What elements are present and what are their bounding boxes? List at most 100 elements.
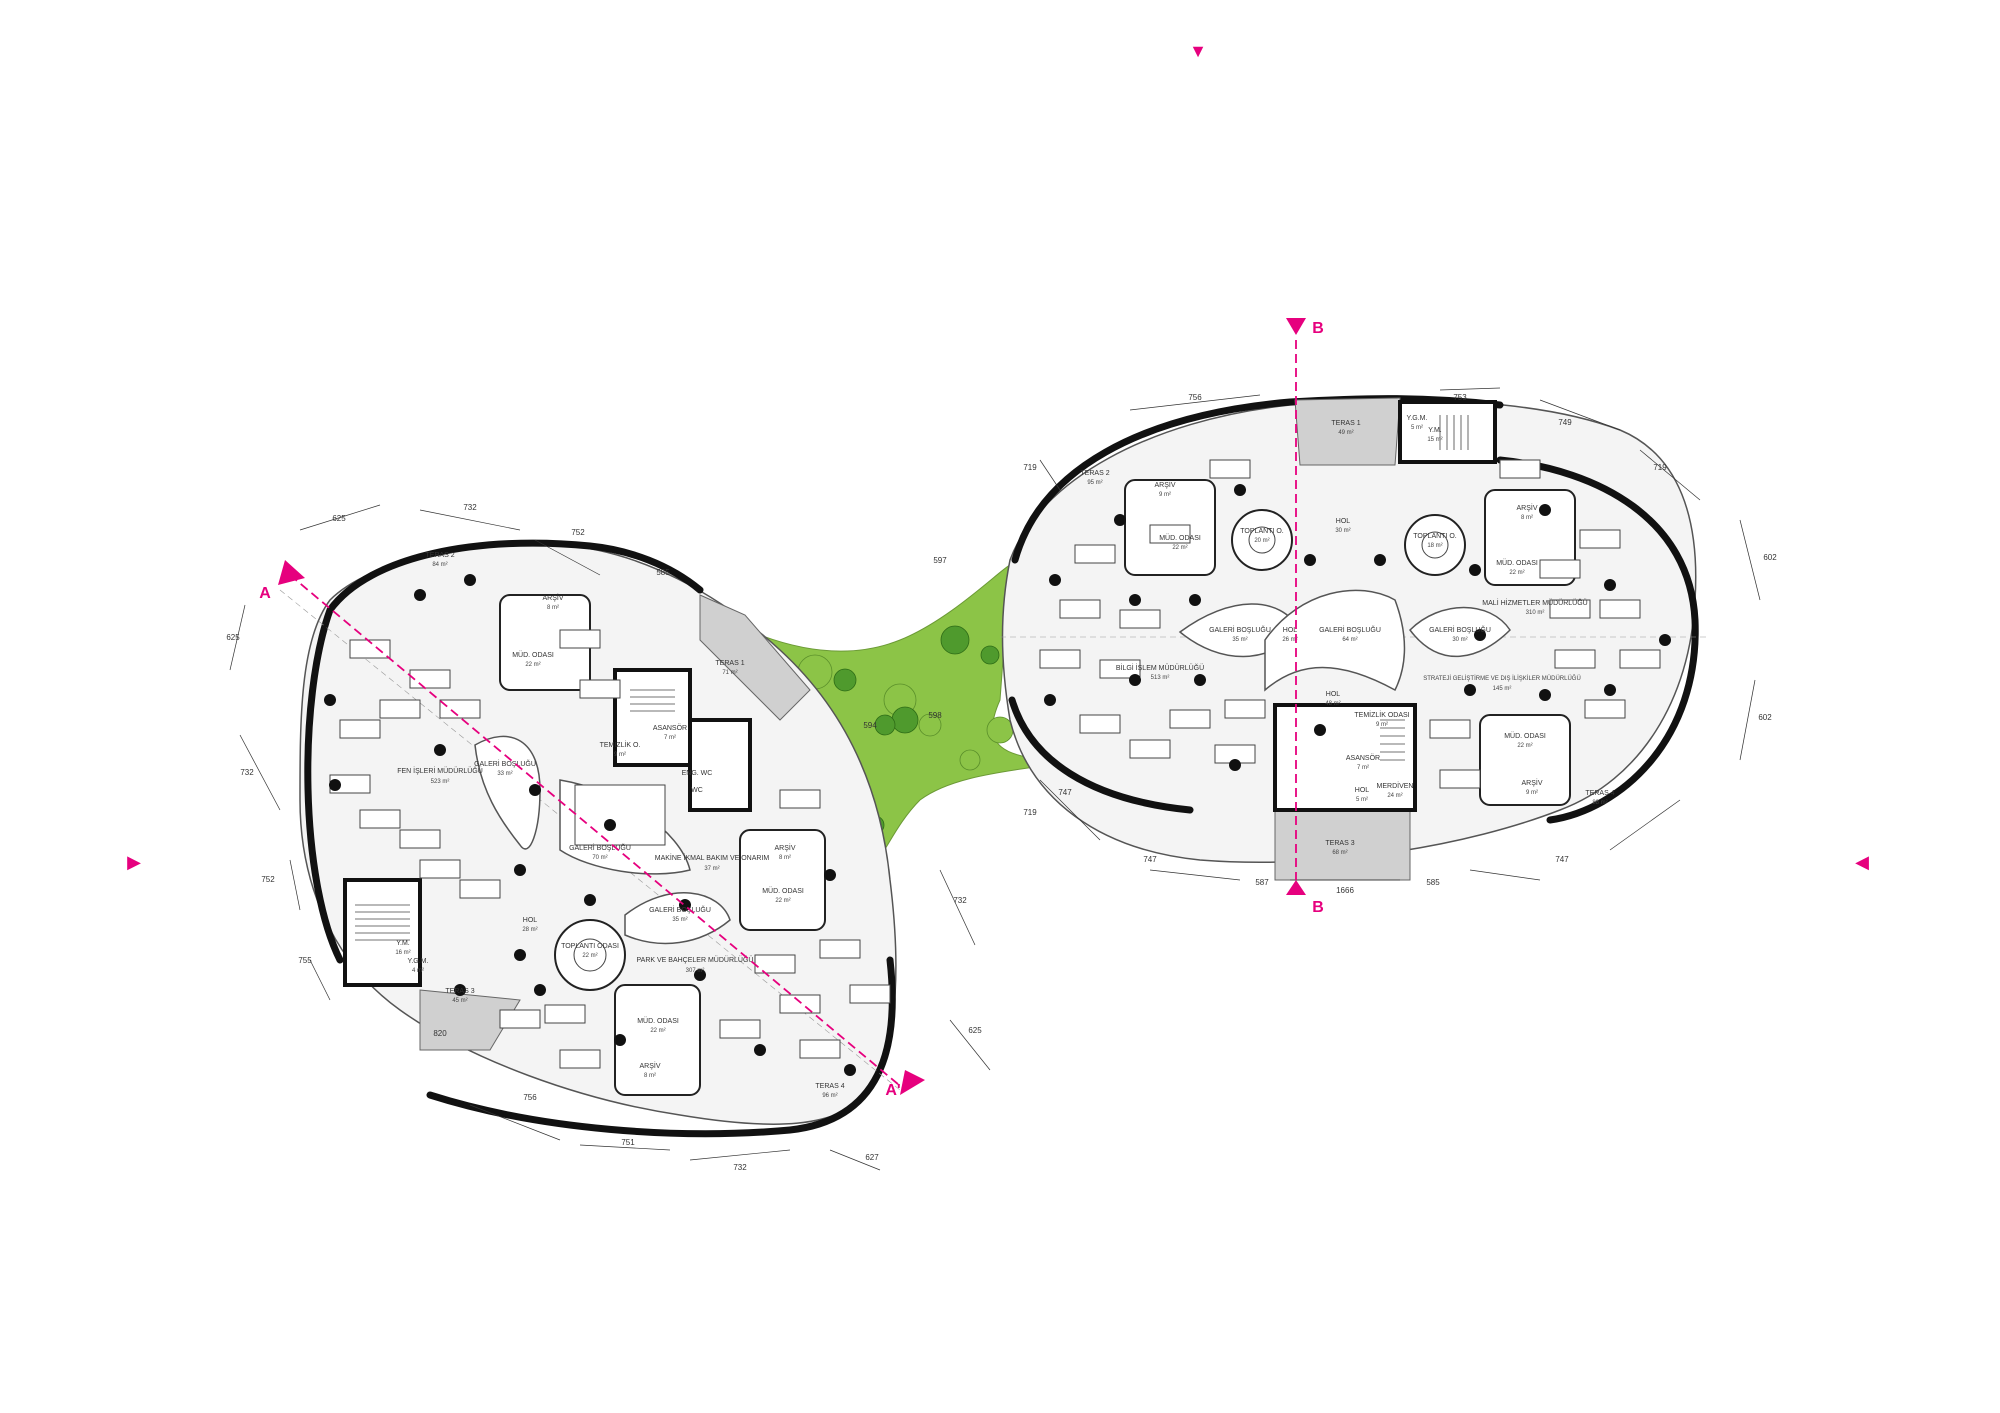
left-room-label: TEMİZLİK O. <box>600 740 641 749</box>
right-room-area: 22 m² <box>1509 570 1524 576</box>
left-room-label: GALERİ BOŞLUĞU <box>474 759 536 768</box>
section-b-bottom-label: B <box>1312 899 1324 916</box>
left-room-area: 70 m² <box>592 855 607 861</box>
right-room-area: 9 m² <box>1159 492 1171 498</box>
left-room-label: TERAS 3 <box>445 988 474 995</box>
left-meeting-table <box>573 938 607 972</box>
left-room-label: HOL <box>523 917 538 924</box>
left-arsiv-mud-odasi-3 <box>614 984 701 1096</box>
left-room-area: 307 m² <box>686 968 705 974</box>
left-room-label: Y.G.M. <box>408 958 429 965</box>
right-room-area: 68 m² <box>1332 850 1347 856</box>
right-room-area: 49 m² <box>1338 430 1353 436</box>
right-stair-treads <box>1380 415 1469 761</box>
left-stair-treads <box>355 689 675 941</box>
right-room-label: HOL <box>1283 627 1298 634</box>
right-room-label: TERAS 4 <box>1585 790 1614 797</box>
right-room-area: 5 m² <box>1411 425 1423 431</box>
right-room-area: 22 m² <box>1517 743 1532 749</box>
right-room-area: 22 m² <box>1172 545 1187 551</box>
left-room-area: 45 m² <box>452 998 467 1004</box>
dimension-label: 756 <box>523 1093 537 1102</box>
left-room-label: MÜD. ODASI <box>637 1017 679 1025</box>
left-arsiv-mud-odasi-2 <box>739 829 826 931</box>
right-room-area: 88 m² <box>1592 800 1607 806</box>
left-room-area: 71 m² <box>722 670 737 676</box>
dimension-label: 625 <box>332 514 346 523</box>
dimension-label: 751 <box>621 1138 635 1147</box>
right-meeting-table-1 <box>1248 526 1276 554</box>
right-room-area: 24 m² <box>1387 793 1402 799</box>
left-room-area: 22 m² <box>582 953 597 959</box>
right-meeting-table-2 <box>1421 531 1449 559</box>
dimension-label: 602 <box>1758 713 1772 722</box>
right-columns <box>1044 484 1671 771</box>
left-building-block: TERAS 2 84 m² ARŞİV 8 m² MÜD. ODASI 22 m… <box>279 539 901 1138</box>
right-room-area: 95 m² <box>1087 480 1102 486</box>
right-room-label: HOL <box>1355 787 1370 794</box>
dimension-label: 594 <box>863 721 877 730</box>
right-room-label: Y.M. <box>1428 427 1442 434</box>
dimension-label: 753 <box>1453 393 1467 402</box>
left-room-label: ASANSÖR <box>653 724 687 732</box>
left-room-label: WC <box>691 787 703 794</box>
right-building-block: TERAS 1 49 m² Y.G.M. 5 m² Y.M. 15 m² TER… <box>1000 395 1710 881</box>
dimension-label: 747 <box>1143 855 1157 864</box>
dimension-label: 732 <box>240 768 254 777</box>
left-room-area: 8 m² <box>547 605 559 611</box>
right-room-area: 15 m² <box>1427 437 1442 443</box>
left-room-label: ARŞİV <box>639 1061 660 1070</box>
left-room-area: 22 m² <box>650 1028 665 1034</box>
left-columns <box>324 574 856 1076</box>
left-room-area: 96 m² <box>822 1093 837 1099</box>
right-room-area: 145 m² <box>1493 686 1512 692</box>
right-room-label: MÜD. ODASI <box>1496 559 1538 567</box>
left-room-area: 8 m² <box>779 855 791 861</box>
dimension-label: 625 <box>226 633 240 642</box>
dimension-label: 732 <box>733 1163 747 1172</box>
left-room-area: 22 m² <box>525 662 540 668</box>
right-room-label: ASANSÖR <box>1346 754 1380 762</box>
right-room-area: 20 m² <box>1254 538 1269 544</box>
dimension-label: 598 <box>928 711 942 720</box>
dimension-label: 1666 <box>1336 886 1354 895</box>
right-room-area: 64 m² <box>1342 637 1357 643</box>
right-room-label: MÜD. ODASI <box>1504 732 1546 740</box>
right-room-area: 7 m² <box>1357 765 1369 771</box>
dimension-label: 732 <box>463 503 477 512</box>
left-dimension-lines <box>229 504 991 1171</box>
right-room-label: MALİ HİZMETLER MÜDÜRLÜĞÜ <box>1482 598 1587 607</box>
right-room-area: 5 m² <box>1356 797 1368 803</box>
dimension-label: 820 <box>433 1029 447 1038</box>
left-room-area: 28 m² <box>522 927 537 933</box>
right-dimension-lines <box>1039 387 1761 881</box>
view-arrow-right-icon: ◀ <box>1855 852 1869 872</box>
right-room-area: 18 m² <box>1427 543 1442 549</box>
right-room-label: TERAS 3 <box>1325 840 1354 847</box>
left-room-label: TERAS 4 <box>815 1083 844 1090</box>
right-gallery-void-3 <box>1409 606 1511 657</box>
dimension-label: 756 <box>1188 393 1202 402</box>
right-room-label: HOL <box>1326 691 1341 698</box>
right-room-area: 9 m² <box>1526 790 1538 796</box>
dimension-label: 732 <box>953 896 967 905</box>
right-desk-clusters <box>1039 459 1661 789</box>
dimension-label: 755 <box>298 956 312 965</box>
left-room-label: FEN İŞLERİ MÜDÜRLÜĞÜ <box>397 766 483 775</box>
right-room-area: 35 m² <box>1232 637 1247 643</box>
right-room-area: 513 m² <box>1151 675 1170 681</box>
left-room-area: 84 m² <box>432 562 447 568</box>
right-outer-wall-east <box>1496 456 1699 824</box>
dimension-label: 752 <box>261 875 275 884</box>
left-room-label: MAKİNE İKMAL BAKIM VE ONARIM <box>655 853 770 862</box>
dimension-label: 597 <box>933 556 947 565</box>
dimension-label: 585 <box>1426 878 1440 887</box>
right-room-label: ARŞİV <box>1521 778 1542 787</box>
left-room-area: 4 m² <box>412 968 424 974</box>
left-room-label: TERAS 1 <box>715 660 744 667</box>
section-a-prime-label: A' <box>885 1082 900 1099</box>
right-room-area: 8 m² <box>1521 515 1533 521</box>
left-room-area: 37 m² <box>704 866 719 872</box>
left-hall-desks <box>574 784 666 846</box>
dimension-label: 747 <box>1555 855 1569 864</box>
